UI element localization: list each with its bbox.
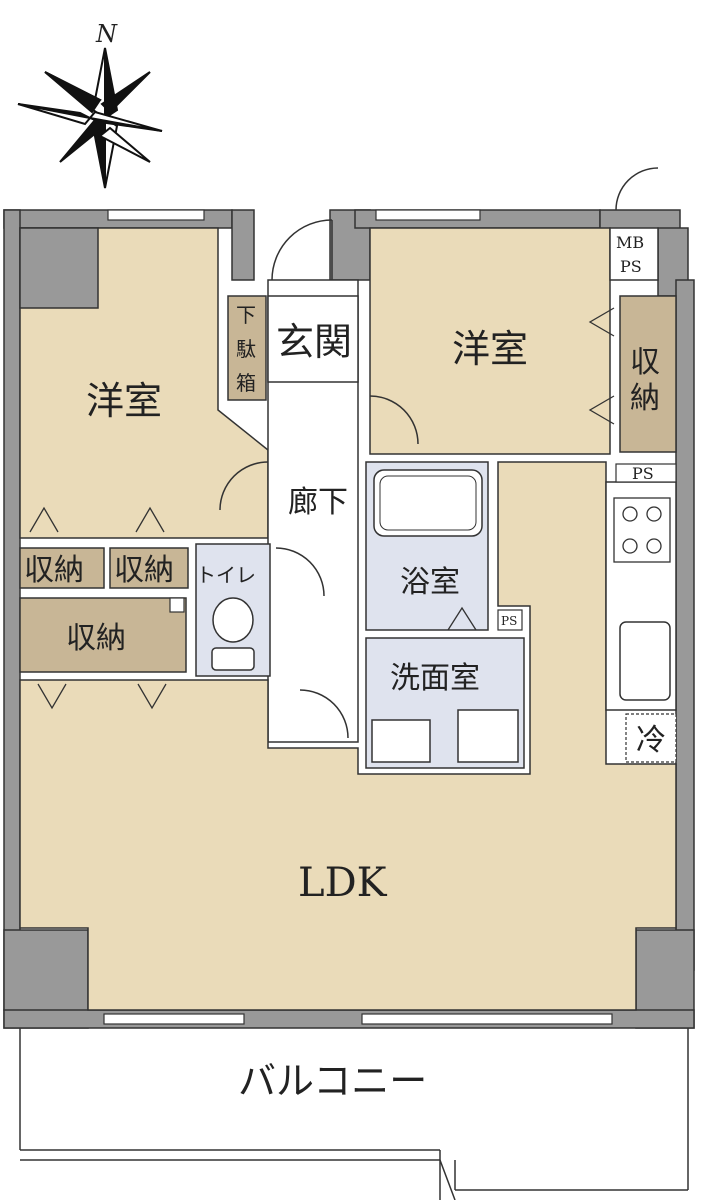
ldk-label: LDK: [298, 860, 388, 906]
ps-kitchen-box: [615, 463, 677, 483]
ps-kitchen-label: PS: [632, 464, 654, 483]
refrigerator-label: 冷: [636, 723, 666, 758]
storage-right-label-1: 収: [630, 345, 660, 380]
storage-left-c-label: 収納: [66, 621, 126, 656]
toilet-icon: [211, 597, 255, 671]
shoe-box-label-2: 駄: [236, 337, 256, 361]
shoe-box-label-1: 下: [236, 303, 256, 327]
compass-icon: [17, 47, 163, 189]
sink-icon: [619, 621, 671, 701]
toilet-label: トイレ: [196, 563, 256, 587]
entrance-label: 玄関: [276, 320, 352, 364]
balcony: [19, 1028, 689, 1200]
storage-right: [619, 295, 677, 453]
western-room-left-notch: [19, 227, 99, 309]
closet-door-marks: [29, 307, 615, 710]
ps-bath-box: [497, 609, 523, 631]
storage-left-a-label: 収納: [24, 553, 84, 588]
western-room-right-label: 洋室: [452, 327, 528, 371]
entrance-area: [267, 295, 359, 383]
north-label: N: [95, 20, 118, 48]
balcony-label: バルコニー: [238, 1059, 427, 1103]
stove-icon: [613, 497, 671, 563]
corridor-label: 廊下: [288, 485, 348, 520]
window-frames: [103, 209, 613, 1025]
wash-basin-icon: [371, 719, 431, 763]
storage-left-b: [109, 547, 189, 589]
storage-right-label-2: 納: [630, 381, 660, 416]
ldk-area: [19, 461, 677, 1011]
washing-machine-icon: [457, 709, 519, 763]
meter-box-label-2: PS: [620, 257, 642, 276]
shoe-box: [227, 295, 267, 401]
storage-left-c: [19, 597, 187, 673]
bathtub-icon: [373, 469, 483, 537]
refrigerator-box: [625, 713, 677, 763]
storage-left-b-label: 収納: [114, 553, 174, 588]
doors: [219, 167, 659, 739]
meter-box-label-1: MB: [616, 233, 644, 252]
shoe-box-label-3: 箱: [236, 371, 256, 395]
washroom-label: 洗面室: [390, 661, 480, 696]
bathroom-label: 浴室: [400, 565, 460, 600]
western-room-left-label: 洋室: [86, 379, 162, 423]
small-box: [169, 597, 185, 613]
storage-left-a: [19, 547, 105, 589]
ps-bath-label: PS: [501, 614, 517, 628]
meter-box: [609, 227, 659, 281]
